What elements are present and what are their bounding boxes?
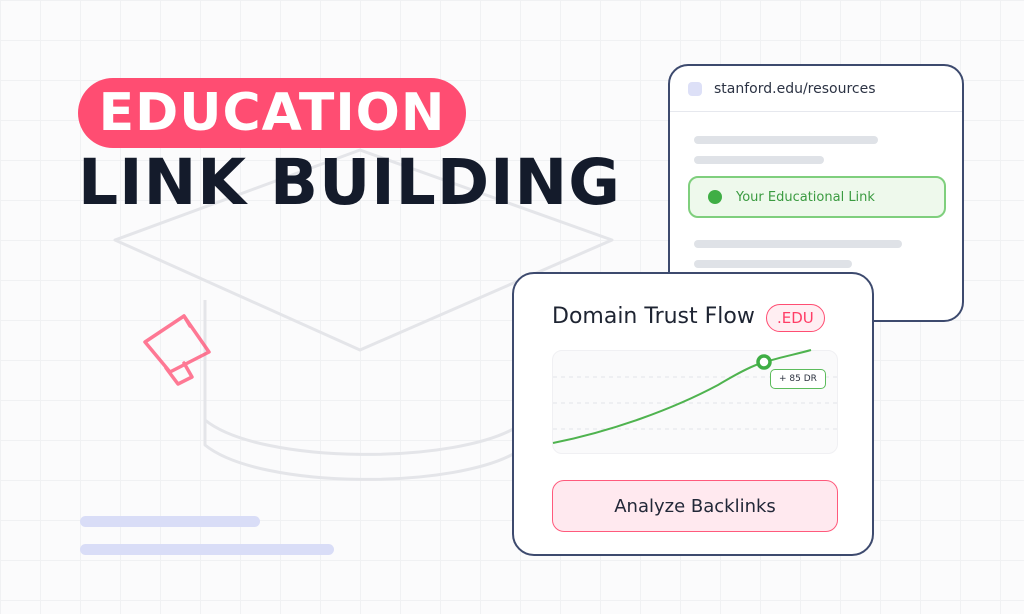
graduation-cap-outline (113, 148, 614, 481)
edu-tag: .EDU (766, 304, 825, 332)
headline-badge: EDUCATION (78, 78, 466, 148)
analyze-backlinks-label: Analyze Backlinks (614, 495, 776, 517)
trust-flow-chart (552, 349, 839, 454)
educational-link[interactable]: Your Educational Link (688, 176, 946, 218)
trust-flow-title: Domain Trust Flow (552, 304, 755, 329)
dr-score-text: + 85 DR (779, 374, 817, 384)
trust-flow-card: Domain Trust Flow .EDU + 85 DR Analyze B… (512, 272, 874, 556)
browser-window: stanford.edu/resources Your Educational … (668, 64, 964, 322)
favicon-placeholder (688, 81, 702, 96)
educational-link-label: Your Educational Link (736, 189, 875, 205)
status-dot-icon (708, 190, 722, 204)
browser-url: stanford.edu/resources (714, 80, 876, 97)
text-placeholder (694, 136, 878, 144)
trust-flow-chart-svg (552, 349, 839, 444)
trust-flow-line (552, 349, 812, 444)
edu-tag-text: .EDU (777, 309, 814, 327)
dr-score-badge: + 85 DR (770, 369, 826, 389)
text-placeholder (694, 156, 824, 164)
text-placeholder (694, 240, 902, 248)
text-placeholder (694, 260, 852, 268)
headline-title: LINK BUILDING (78, 146, 621, 219)
browser-address-bar[interactable]: stanford.edu/resources (670, 66, 962, 112)
decorative-line (80, 516, 260, 527)
megaphone-icon (143, 314, 211, 386)
chart-peak-marker (756, 354, 772, 370)
decorative-line (80, 544, 334, 555)
headline-badge-text: EDUCATION (98, 83, 446, 143)
analyze-backlinks-button[interactable]: Analyze Backlinks (552, 480, 838, 532)
